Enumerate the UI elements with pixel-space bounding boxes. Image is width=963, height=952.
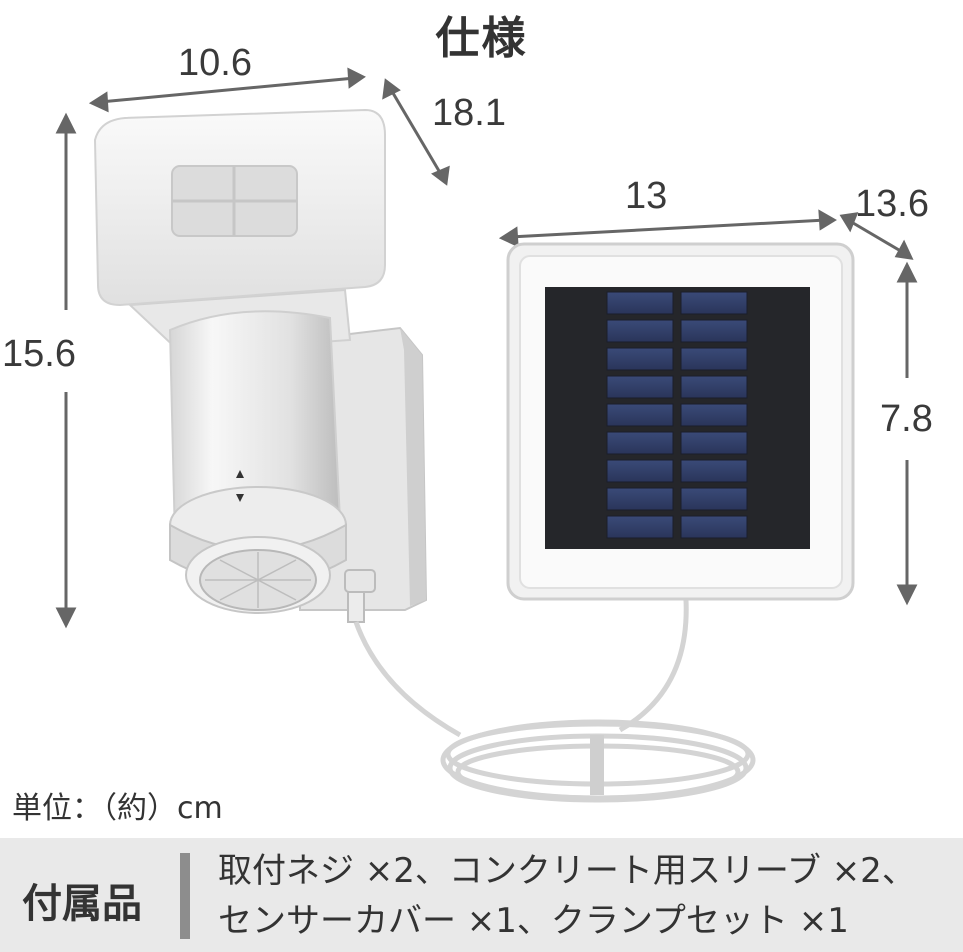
panel-depth-label: 13.6: [855, 183, 929, 225]
panel-width-label: 13: [625, 175, 668, 217]
panel-height-dimension-line: [896, 261, 918, 606]
connection-cable: [353, 599, 756, 803]
panel-width-dimension-line: [498, 209, 837, 248]
accessories-list: 取付ネジ ×2、コンクリート用スリーブ ×2、 センサーカバー ×1、クランプセ…: [218, 846, 958, 946]
light-width-dimension-line: [88, 67, 366, 113]
page-title: 仕様: [435, 13, 528, 64]
light-height-dimension-line: [55, 112, 77, 629]
light-height-label: 15.6: [2, 333, 76, 375]
accent-divider: [180, 853, 190, 939]
light-depth-label: 18.1: [432, 92, 506, 134]
solar-cells: [606, 291, 748, 539]
unit-note: 単位：（約）cm: [12, 791, 223, 826]
accessories-line-2: センサーカバー ×1、クランプセット ×1: [218, 901, 849, 941]
light-width-label: 10.6: [178, 42, 252, 84]
product-illustration: [55, 67, 918, 803]
accessories-line-1: 取付ネジ ×2、コンクリート用スリーブ ×2、: [218, 851, 916, 891]
cable-clip: [590, 735, 604, 795]
solar-panel: [506, 242, 855, 601]
accessories-section: 付属品 取付ネジ ×2、コンクリート用スリーブ ×2、 センサーカバー ×1、ク…: [0, 838, 963, 952]
accessories-label: 付属品: [22, 881, 142, 927]
panel-height-label: 7.8: [880, 398, 933, 440]
light-depth-dimension-line: [382, 78, 450, 186]
panel-depth-dimension-line: [839, 212, 914, 260]
light-fixture: [93, 108, 428, 623]
